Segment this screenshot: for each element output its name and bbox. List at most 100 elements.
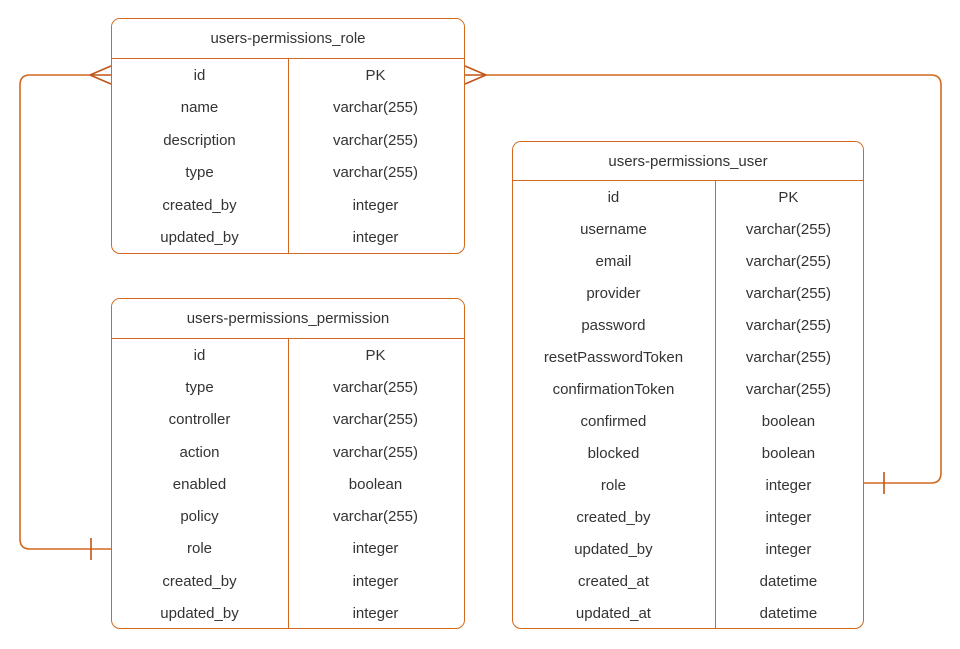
entity-field-row[interactable]: created_by integer bbox=[112, 189, 464, 222]
entity-field-row[interactable]: resetPasswordToken varchar(255) bbox=[513, 341, 863, 373]
field-type: varchar(255) bbox=[332, 508, 419, 526]
field-name: resetPasswordToken bbox=[543, 348, 684, 366]
entity-field-row[interactable]: blocked boolean bbox=[513, 437, 863, 469]
field-name: id bbox=[193, 66, 206, 84]
field-name: updated_by bbox=[574, 540, 653, 558]
field-type: varchar(255) bbox=[745, 284, 831, 302]
field-type: boolean bbox=[761, 412, 816, 430]
field-name: role bbox=[600, 476, 626, 494]
field-type: PK bbox=[778, 188, 799, 206]
entity-field-row[interactable]: email varchar(255) bbox=[513, 245, 863, 277]
column-divider bbox=[715, 181, 716, 628]
field-name: enabled bbox=[172, 475, 227, 493]
entity-users-permissions-permission[interactable]: users-permissions_permission id PK type var… bbox=[111, 298, 465, 629]
field-name: provider bbox=[586, 284, 641, 302]
field-type: integer bbox=[352, 572, 399, 590]
entity-field-row[interactable]: provider varchar(255) bbox=[513, 277, 863, 309]
field-type: varchar(255) bbox=[745, 220, 831, 238]
entity-field-row[interactable]: username varchar(255) bbox=[513, 213, 863, 245]
entity-field-row[interactable]: action varchar(255) bbox=[112, 436, 464, 468]
entity-title: users-permissions_role bbox=[112, 19, 464, 59]
column-divider bbox=[288, 339, 289, 628]
field-type: integer bbox=[765, 508, 812, 526]
field-name: email bbox=[595, 252, 632, 270]
entity-field-row[interactable]: created_by integer bbox=[112, 565, 464, 597]
entity-field-row[interactable]: password varchar(255) bbox=[513, 309, 863, 341]
entity-field-row[interactable]: updated_at datetime bbox=[513, 597, 863, 628]
field-name: confirmationToken bbox=[552, 380, 675, 398]
entity-field-row[interactable]: type varchar(255) bbox=[112, 157, 464, 190]
field-name: policy bbox=[180, 508, 219, 526]
entity-field-row[interactable]: updated_by integer bbox=[513, 533, 863, 565]
relationship-line-role-to-permission bbox=[19, 74, 111, 550]
field-name: role bbox=[186, 540, 212, 558]
field-type: varchar(255) bbox=[745, 380, 831, 398]
field-type: varchar(255) bbox=[332, 443, 419, 461]
entity-field-row[interactable]: enabled boolean bbox=[112, 468, 464, 500]
field-type: integer bbox=[765, 540, 812, 558]
field-type: integer bbox=[352, 605, 399, 623]
entity-field-row[interactable]: type varchar(255) bbox=[112, 371, 464, 403]
entity-field-row[interactable]: created_by integer bbox=[513, 501, 863, 533]
field-type: datetime bbox=[759, 604, 818, 622]
field-name: name bbox=[180, 99, 219, 117]
field-type: varchar(255) bbox=[745, 316, 831, 334]
field-name: created_by bbox=[576, 508, 651, 526]
entity-field-row[interactable]: role integer bbox=[112, 533, 464, 565]
field-name: updated_by bbox=[160, 229, 239, 247]
entity-field-row[interactable]: updated_by integer bbox=[112, 222, 464, 254]
field-type: varchar(255) bbox=[745, 348, 831, 366]
field-type: varchar(255) bbox=[332, 164, 419, 182]
field-name: action bbox=[179, 443, 220, 461]
field-name: blocked bbox=[587, 444, 640, 462]
field-name: password bbox=[581, 316, 646, 334]
field-type: boolean bbox=[348, 475, 403, 493]
entity-field-list: id PK type varchar(255) controller varchar(25… bbox=[112, 339, 464, 628]
entity-field-row[interactable]: policy varchar(255) bbox=[112, 500, 464, 532]
field-type: varchar(255) bbox=[745, 252, 831, 270]
field-name: id bbox=[193, 346, 206, 364]
entity-field-row[interactable]: name varchar(255) bbox=[112, 92, 464, 125]
field-type: integer bbox=[352, 229, 399, 247]
field-type: integer bbox=[352, 540, 399, 558]
entity-title: users-permissions_user bbox=[513, 142, 863, 181]
field-name: created_by bbox=[162, 572, 237, 590]
field-name: type bbox=[185, 164, 214, 182]
field-type: PK bbox=[365, 346, 386, 364]
entity-users-permissions-user[interactable]: users-permissions_user id PK username varch… bbox=[512, 141, 864, 629]
entity-field-row[interactable]: confirmationToken varchar(255) bbox=[513, 373, 863, 405]
field-type: varchar(255) bbox=[332, 378, 419, 396]
field-name: created_at bbox=[577, 572, 649, 590]
entity-field-row[interactable]: id PK bbox=[112, 339, 464, 371]
entity-field-list: id PK username varchar(255) email varchar(255… bbox=[513, 181, 863, 628]
entity-field-row[interactable]: description varchar(255) bbox=[112, 124, 464, 157]
crows-foot-icon-role-right bbox=[464, 65, 487, 85]
entity-field-row[interactable]: controller varchar(255) bbox=[112, 404, 464, 436]
entity-field-row[interactable]: id PK bbox=[513, 181, 863, 213]
field-type: varchar(255) bbox=[332, 99, 419, 117]
crows-foot-icon-role-left bbox=[89, 65, 112, 85]
entity-field-row[interactable]: role integer bbox=[513, 469, 863, 501]
entity-field-row[interactable]: created_at datetime bbox=[513, 565, 863, 597]
field-type: varchar(255) bbox=[332, 411, 419, 429]
field-type: varchar(255) bbox=[332, 131, 419, 149]
field-name: controller bbox=[168, 411, 231, 429]
field-name: description bbox=[163, 131, 236, 149]
field-type: datetime bbox=[759, 572, 818, 590]
field-name: username bbox=[580, 220, 647, 238]
field-name: id bbox=[607, 188, 620, 206]
field-type: integer bbox=[765, 476, 812, 494]
field-name: created_by bbox=[162, 196, 237, 214]
field-type: integer bbox=[352, 196, 399, 214]
entity-title: users-permissions_permission bbox=[112, 299, 464, 339]
field-name: updated_at bbox=[575, 604, 651, 622]
field-name: type bbox=[185, 378, 214, 396]
column-divider bbox=[288, 59, 289, 253]
field-type: boolean bbox=[761, 444, 816, 462]
